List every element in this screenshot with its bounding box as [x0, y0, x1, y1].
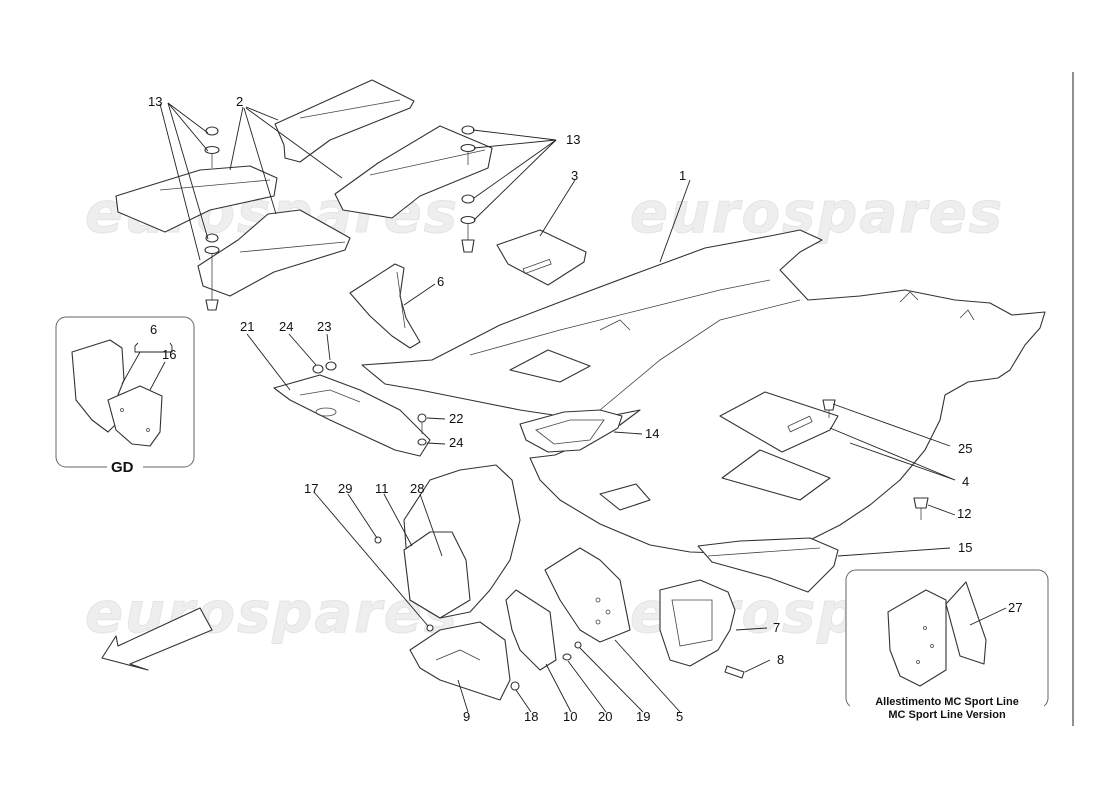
inset-sport-callout-27: 27	[1008, 600, 1022, 615]
bracket-9	[409, 621, 511, 701]
callout-1: 1	[679, 168, 686, 183]
inset-sport-line: 27 Allestimento MC Sport Line MC Sport L…	[845, 569, 1049, 722]
callout-11: 11	[375, 481, 389, 496]
frame-14	[519, 409, 623, 453]
callout-24b: 24	[449, 435, 463, 450]
callout-29: 29	[338, 481, 352, 496]
inset-gd-callout-16: 16	[162, 347, 176, 362]
callout-2: 2	[236, 94, 243, 109]
inset-gd-callout-6: 6	[150, 322, 157, 337]
clips	[822, 399, 929, 520]
inset-gd-label-bg	[107, 455, 143, 475]
bracket-21	[273, 374, 431, 457]
callout-24a: 24	[279, 319, 293, 334]
mat-front-right	[334, 125, 493, 219]
shield-11	[403, 464, 521, 619]
inset-gd: GD 6 16	[55, 316, 195, 476]
screws	[312, 361, 427, 446]
inset-gd-label: GD	[111, 459, 134, 476]
callout-3: 3	[571, 168, 578, 183]
callout-22: 22	[449, 411, 463, 426]
leader-lines	[159, 102, 956, 713]
callout-21: 21	[240, 319, 254, 334]
callout-23: 23	[317, 319, 331, 334]
callout-14: 14	[645, 426, 659, 441]
callout-19: 19	[636, 709, 650, 724]
callout-12: 12	[957, 506, 971, 521]
callout-numbers: 13 2 13 3 1 6 21 24 23 22 24 14 25 4 12 …	[148, 94, 972, 724]
mat-rear-right	[197, 209, 351, 297]
mat-front-left	[274, 79, 415, 163]
inset-sport-subtitle: MC Sport Line Version	[888, 709, 1006, 721]
callout-20: 20	[598, 709, 612, 724]
callout-25: 25	[958, 441, 972, 456]
callout-28: 28	[410, 481, 424, 496]
sill-15	[697, 537, 839, 593]
inset-sport-title: Allestimento MC Sport Line	[875, 696, 1019, 708]
inset-sport-box	[845, 569, 1049, 709]
bracket-5	[544, 547, 631, 643]
callout-8: 8	[777, 652, 784, 667]
inset-sport-label-bg	[850, 692, 1044, 722]
callout-18: 18	[524, 709, 538, 724]
callout-7: 7	[773, 620, 780, 635]
callout-17: 17	[304, 481, 318, 496]
access-panel-4	[719, 391, 839, 453]
callout-10: 10	[563, 709, 577, 724]
callout-6: 6	[437, 274, 444, 289]
callout-13a: 13	[148, 94, 162, 109]
small-fasteners	[374, 536, 745, 691]
bracket-10	[505, 589, 557, 671]
panel-3	[496, 229, 587, 286]
callout-15: 15	[958, 540, 972, 555]
direction-arrow	[101, 607, 213, 671]
boot-6	[349, 263, 421, 349]
bracket-7	[659, 579, 736, 667]
callout-9: 9	[463, 709, 470, 724]
callout-4: 4	[962, 474, 969, 489]
callout-5: 5	[676, 709, 683, 724]
main-carpet	[361, 229, 1046, 554]
watermark-top-right: eurospares	[630, 181, 1004, 246]
callout-13b: 13	[566, 132, 580, 147]
